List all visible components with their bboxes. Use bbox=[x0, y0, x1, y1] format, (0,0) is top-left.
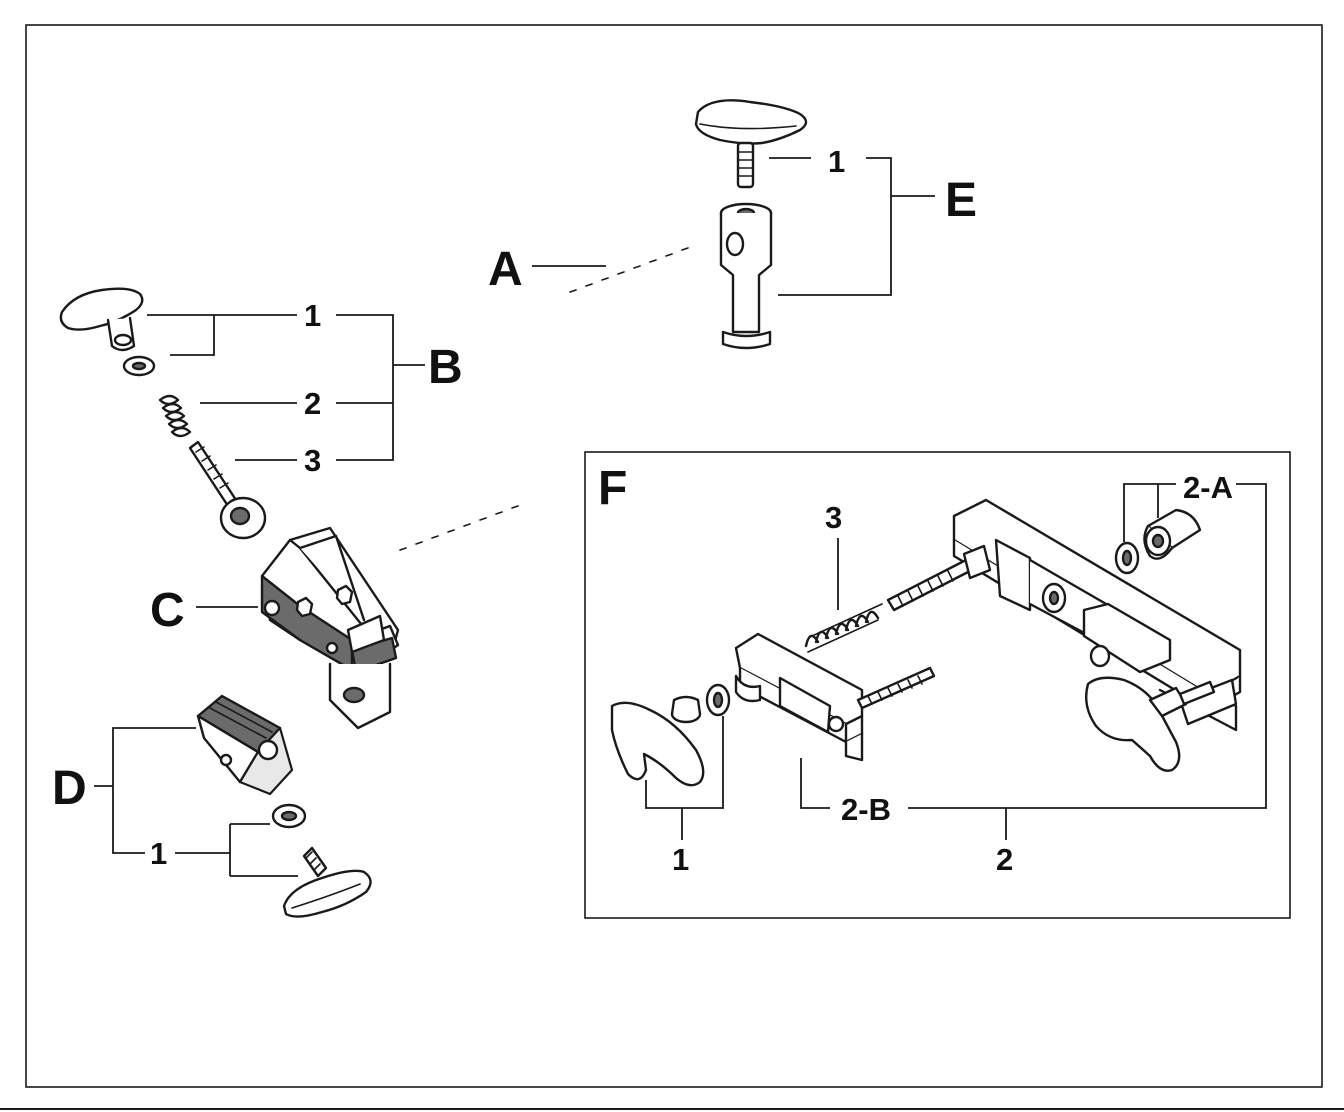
label-e: E bbox=[945, 174, 977, 227]
part-e-assembly bbox=[694, 99, 808, 350]
label-b: B bbox=[428, 341, 463, 394]
part-a-rod bbox=[375, 239, 694, 564]
label-d-1: 1 bbox=[150, 836, 167, 871]
label-a: A bbox=[488, 243, 523, 296]
part-d-assembly bbox=[196, 694, 372, 918]
part-f-assembly bbox=[610, 498, 1242, 787]
leader-d bbox=[94, 727, 298, 877]
label-f: F bbox=[598, 462, 627, 515]
label-f-3: 3 bbox=[825, 500, 842, 535]
leader-b bbox=[147, 314, 425, 461]
leader-e bbox=[769, 157, 935, 296]
label-e-1: 1 bbox=[828, 144, 845, 179]
label-d: D bbox=[52, 762, 87, 815]
label-f-2b: 2-B bbox=[841, 792, 891, 827]
part-b-assembly bbox=[59, 287, 267, 540]
outer-frame bbox=[25, 24, 1323, 1088]
inset-f-frame bbox=[584, 451, 1291, 919]
label-b-3: 3 bbox=[304, 443, 321, 478]
label-f-2: 2 bbox=[996, 842, 1013, 877]
label-f-2a: 2-A bbox=[1183, 470, 1233, 505]
part-c-bracket bbox=[260, 526, 400, 730]
label-c: C bbox=[150, 584, 185, 637]
label-b-2: 2 bbox=[304, 386, 321, 421]
label-b-1: 1 bbox=[304, 298, 321, 333]
leader-f bbox=[645, 483, 1267, 840]
label-f-1: 1 bbox=[672, 842, 689, 877]
